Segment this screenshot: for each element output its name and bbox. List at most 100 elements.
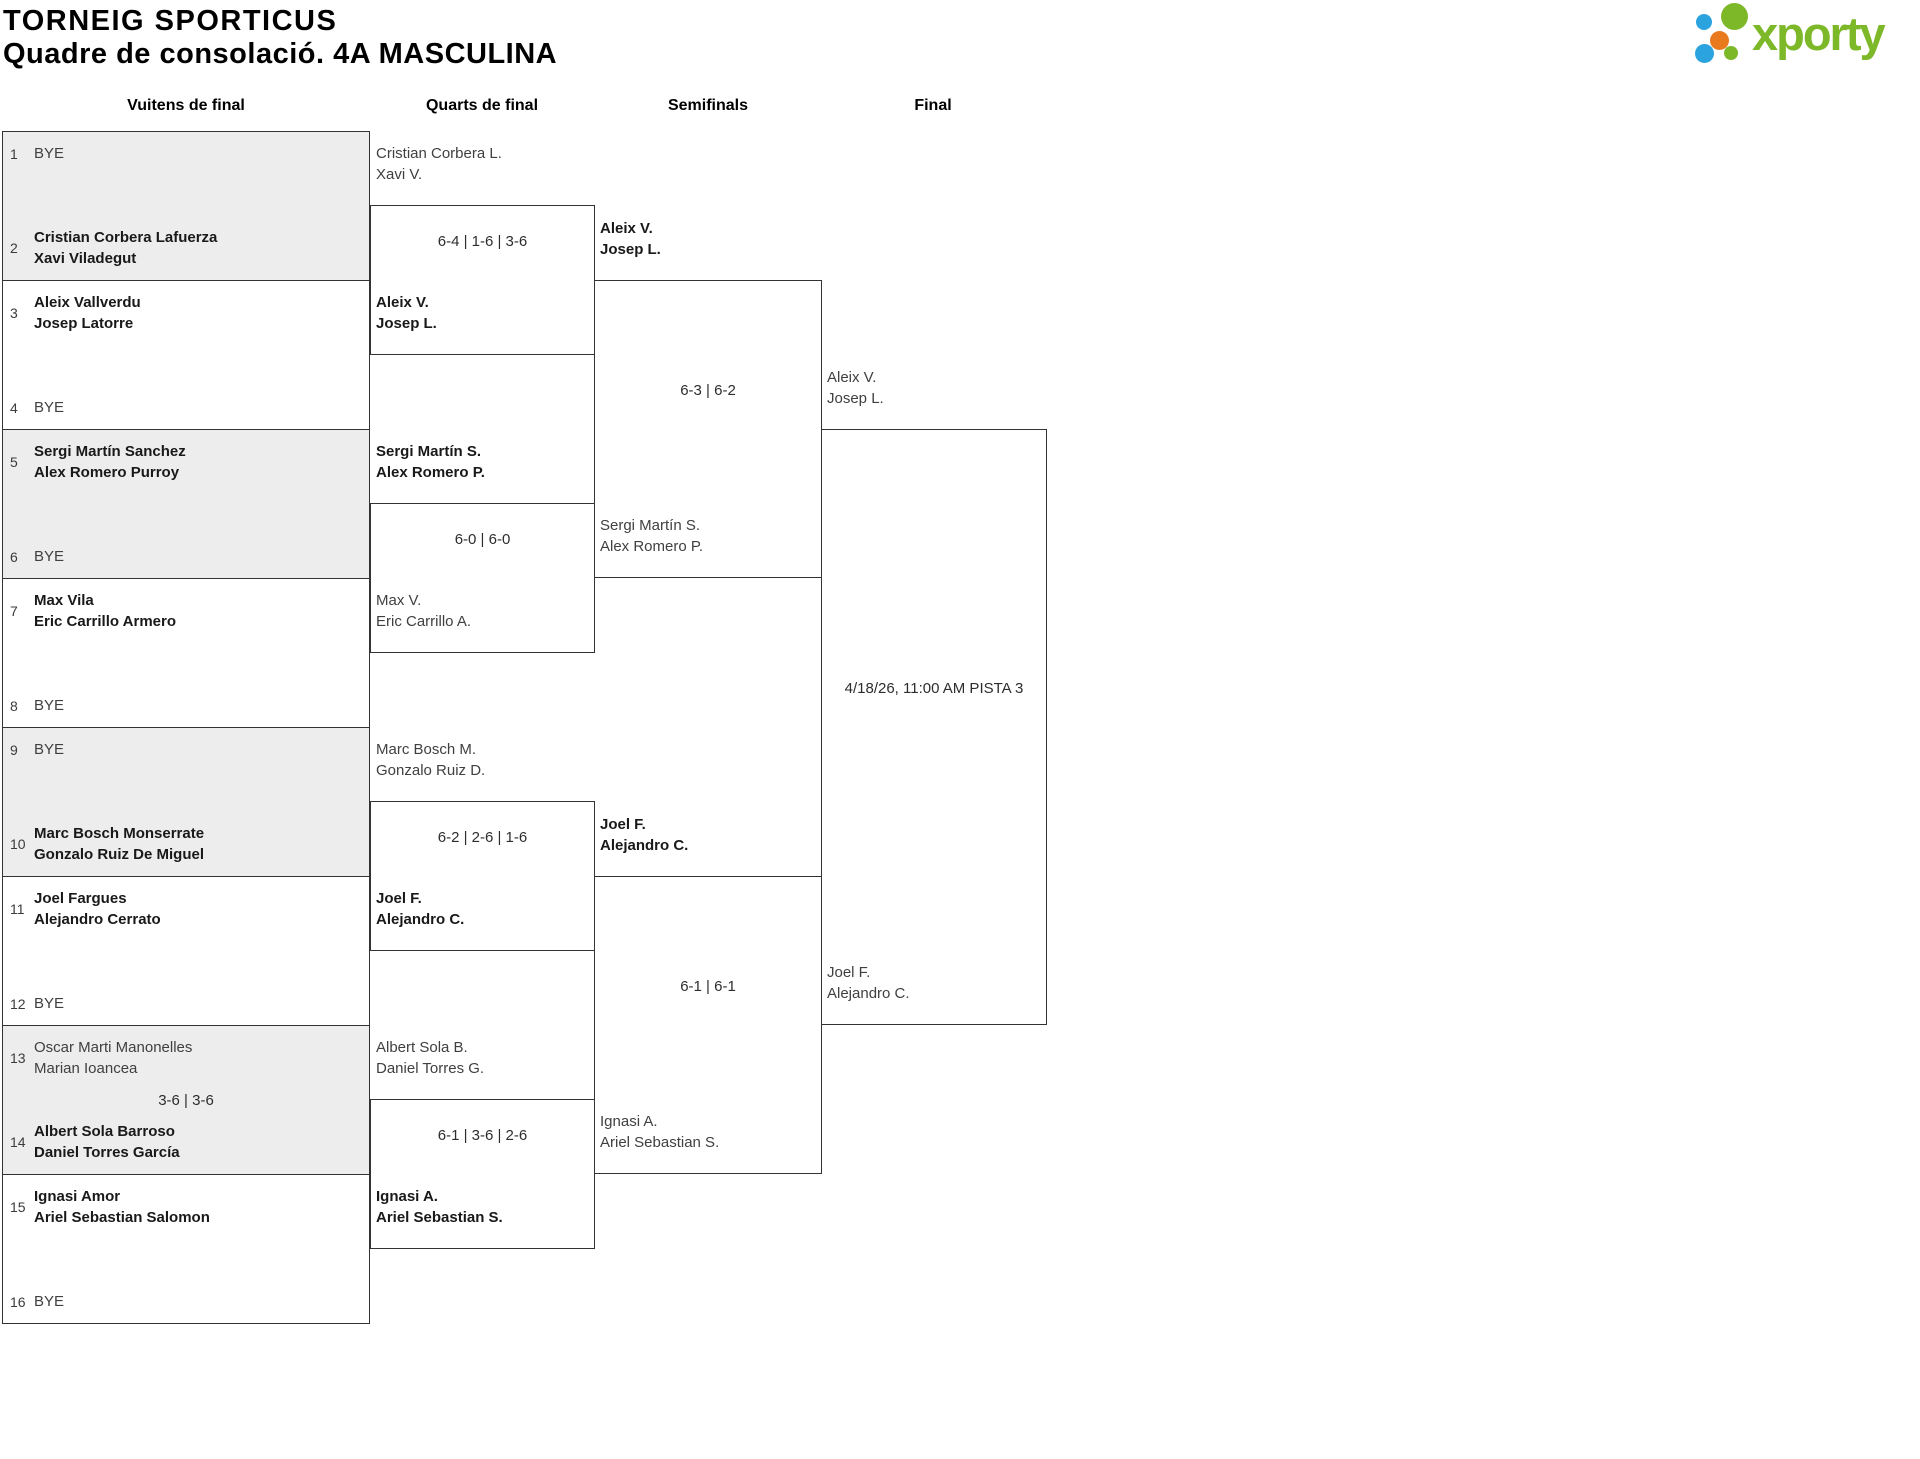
team-name: BYE [34, 741, 65, 758]
match-sf-2[interactable] [594, 876, 822, 1174]
logo-dot-green-small [1724, 46, 1738, 60]
final-team-b: Joel F.Alejandro C. [827, 964, 910, 1002]
qf1-team-a: Cristian Corbera L.Xavi V. [376, 145, 502, 183]
page-subtitle: Quadre de consolació. 4A MASCULINA [3, 38, 558, 70]
match-score: 3-6 | 3-6 [158, 1092, 214, 1109]
logo-dot-green-large [1721, 3, 1748, 30]
match-qf-2[interactable] [370, 503, 595, 653]
qf2-team-a: Sergi Martín S.Alex Romero P. [376, 443, 485, 481]
seed-number: 9 [10, 741, 18, 758]
logo-dot-orange [1710, 31, 1729, 50]
team-name: Josep Latorre [34, 315, 134, 332]
team-slot: 9 BYE [3, 739, 369, 760]
team-slot: 16 BYE [3, 1291, 369, 1312]
match-final[interactable] [821, 429, 1047, 1025]
team-name: Albert Sola Barroso [34, 1123, 175, 1140]
round-header-semifinals: Semifinals [667, 97, 749, 114]
team-slot: 6 BYE [3, 546, 369, 567]
team-name: Aleix Vallverdu [34, 294, 141, 311]
team-name: Cristian Corbera Lafuerza [34, 229, 218, 246]
seed-number: 1 [10, 145, 18, 162]
sf1-team-b: Sergi Martín S.Alex Romero P. [600, 517, 704, 555]
team-name: Alex Romero Purroy [34, 464, 180, 481]
team-slot: 12 BYE [3, 993, 369, 1014]
team-name: Sergi Martín Sanchez [34, 443, 186, 460]
seed-number: 2 [10, 240, 18, 256]
seed-number: 8 [10, 697, 18, 714]
match-schedule: 4/18/26, 11:00 AM PISTA 3 [844, 680, 1024, 697]
team-slot: 1 BYE [3, 143, 369, 164]
seed-number: 11 [10, 901, 25, 917]
seed-number: 13 [10, 1050, 26, 1066]
team-name: Xavi Viladegut [34, 250, 137, 267]
team-name: Joel Fargues [34, 890, 127, 907]
seed-number: 3 [10, 305, 18, 321]
qf3-team-b: Joel F.Alejandro C. [376, 890, 465, 928]
team-name: BYE [34, 697, 65, 714]
round-header-quarts: Quarts de final [425, 97, 539, 114]
qf4-team-a: Albert Sola B.Daniel Torres G. [376, 1039, 485, 1077]
sf2-team-b: Ignasi A.Ariel Sebastian S. [600, 1113, 720, 1151]
seed-number: 4 [10, 399, 18, 416]
qf2-team-b: Max V.Eric Carrillo A. [376, 592, 472, 630]
seed-number: 15 [10, 1199, 26, 1215]
match-score: 6-1 | 3-6 | 2-6 [437, 1127, 528, 1144]
sf1-team-a: Aleix V.Josep L. [600, 220, 661, 258]
team-name: Gonzalo Ruiz De Miguel [34, 846, 205, 863]
team-name: Daniel Torres García [34, 1144, 180, 1161]
seed-number: 14 [10, 1134, 26, 1150]
match-score: 6-0 | 6-0 [454, 531, 511, 548]
match-qf-4[interactable] [370, 1099, 595, 1249]
team-name: BYE [34, 399, 65, 416]
xporty-logo[interactable]: xporty [1690, 0, 1920, 68]
team-name: Marian Ioancea [34, 1060, 138, 1077]
round-header-final: Final [914, 97, 952, 114]
team-name: Oscar Marti Manonelles [34, 1039, 193, 1056]
team-name: BYE [34, 145, 65, 162]
match-score: 6-4 | 1-6 | 3-6 [437, 233, 528, 250]
sf2-team-a: Joel F.Alejandro C. [600, 816, 689, 854]
seed-number: 7 [10, 603, 18, 619]
match-score: 6-1 | 6-1 [680, 978, 736, 995]
qf4-team-b: Ignasi A.Ariel Sebastian S. [376, 1188, 503, 1226]
logo-dot-blue-small [1696, 14, 1712, 30]
qf3-team-a: Marc Bosch M.Gonzalo Ruiz D. [376, 741, 486, 779]
team-name: Max Vila [34, 592, 94, 609]
team-name: Alejandro Cerrato [34, 911, 161, 928]
team-name: Ariel Sebastian Salomon [34, 1209, 210, 1226]
team-name: Eric Carrillo Armero [34, 613, 176, 630]
team-slot: 8 BYE [3, 695, 369, 716]
team-slot: 4 BYE [3, 397, 369, 418]
seed-number: 10 [10, 836, 26, 852]
seed-number: 16 [10, 1293, 26, 1310]
page-title: TORNEIG SPORTICUS [3, 5, 338, 37]
team-name: BYE [34, 995, 65, 1012]
match-score: 6-2 | 2-6 | 1-6 [437, 829, 528, 846]
seed-number: 12 [10, 995, 26, 1012]
team-name: Marc Bosch Monserrate [34, 825, 205, 842]
team-name: BYE [34, 1293, 65, 1310]
round-header-vuitens: Vuitens de final [127, 97, 245, 114]
qf1-team-b: Aleix V.Josep L. [376, 294, 437, 332]
seed-number: 6 [10, 548, 18, 565]
seed-number: 5 [10, 454, 18, 470]
final-team-a: Aleix V.Josep L. [827, 369, 884, 407]
